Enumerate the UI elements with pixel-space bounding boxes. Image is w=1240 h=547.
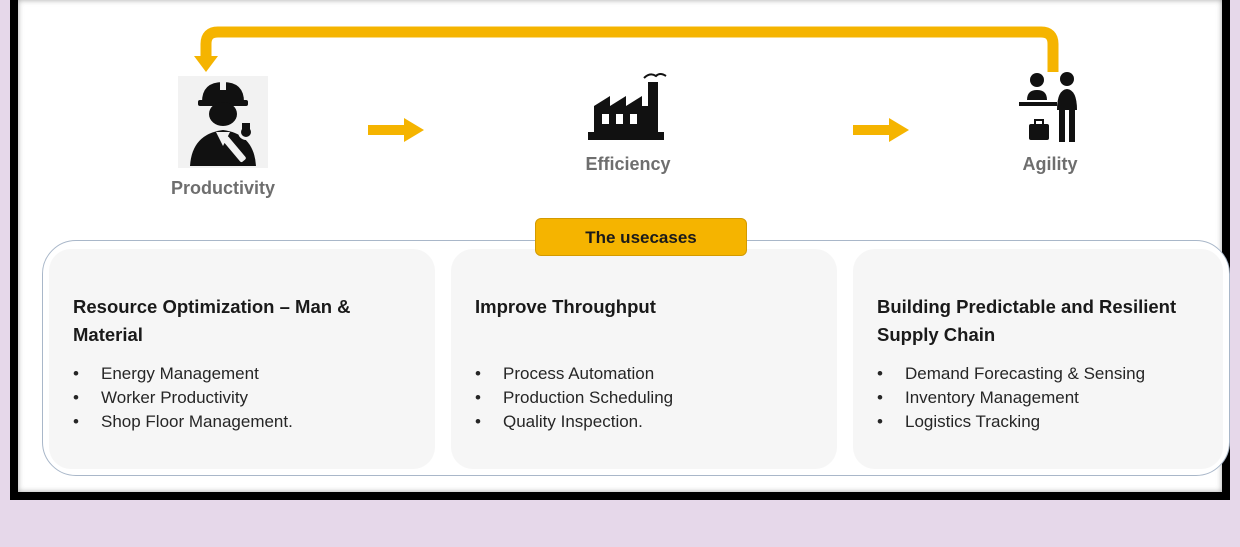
usecase-title: Resource Optimization – Man & Material [73,296,351,345]
usecase-list: Demand Forecasting & Sensing Inventory M… [877,362,1145,434]
stage-efficiency: Efficiency [553,70,703,175]
list-item: Production Scheduling [475,386,673,410]
slide-canvas: Productivity Efficiency [18,0,1230,492]
usecase-card-resource-optimization: Resource Optimization – Man & Material E… [49,249,435,469]
list-item: Energy Management [73,362,293,386]
list-item: Logistics Tracking [877,410,1145,434]
engineer-worker-icon [178,76,268,168]
list-item: Process Automation [475,362,673,386]
feedback-loop-arrow [194,26,1059,72]
business-meeting-icon [1019,72,1077,142]
usecase-card-supply-chain: Building Predictable and Resilient Suppl… [853,249,1223,469]
usecase-title: Improve Throughput [475,296,656,317]
usecase-title: Building Predictable and Resilient Suppl… [877,296,1177,345]
factory-icon [588,73,667,140]
stage-label-productivity: Productivity [170,178,276,198]
usecases-badge: The usecases [535,218,747,256]
list-item: Shop Floor Management. [73,410,293,434]
flow-arrow-1 [368,118,424,142]
stage-label-efficiency: Efficiency [585,154,671,174]
stage-productivity: Productivity [148,76,298,199]
list-item: Worker Productivity [73,386,293,410]
usecase-list: Energy Management Worker Productivity Sh… [73,362,293,434]
stage-agility: Agility [975,70,1125,175]
stage-label-agility: Agility [1022,154,1078,174]
usecase-list: Process Automation Production Scheduling… [475,362,673,434]
slide-frame: Productivity Efficiency [10,0,1230,500]
list-item: Inventory Management [877,386,1145,410]
list-item: Quality Inspection. [475,410,673,434]
usecase-card-throughput: Improve Throughput Process Automation Pr… [451,249,837,469]
list-item: Demand Forecasting & Sensing [877,362,1145,386]
flow-arrow-2 [853,118,909,142]
usecases-panel: Resource Optimization – Man & Material E… [42,240,1230,476]
